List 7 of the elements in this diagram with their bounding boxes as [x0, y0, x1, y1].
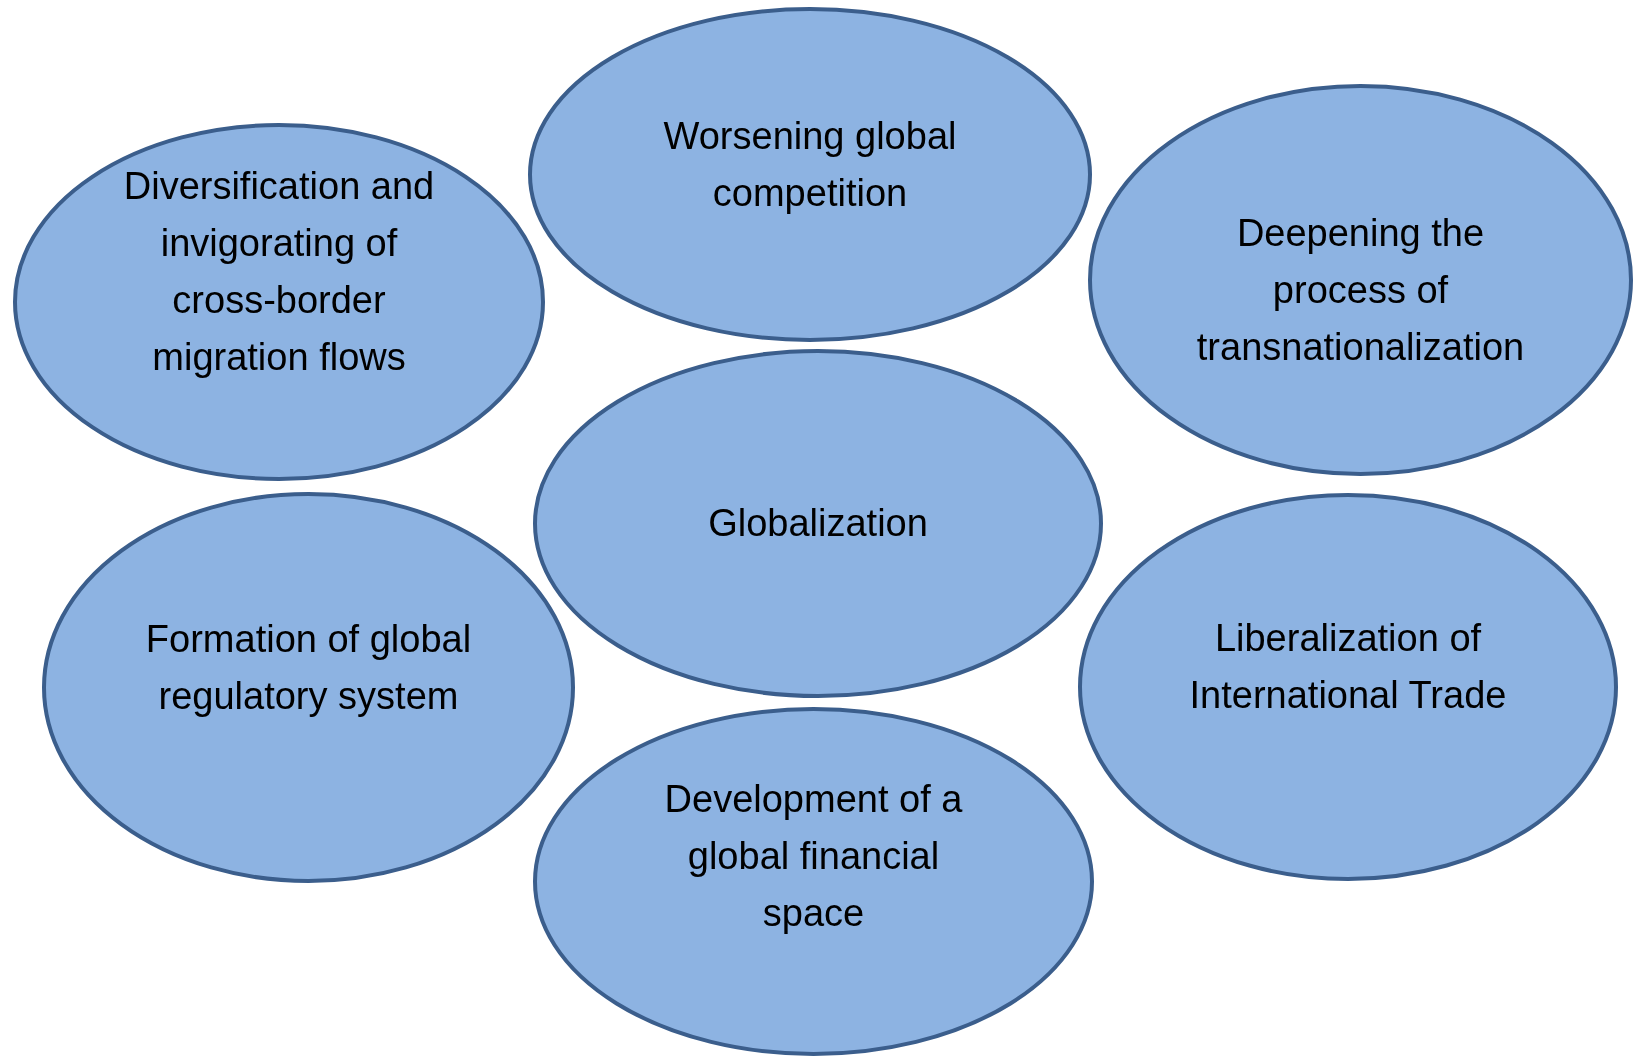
node-text: Globalization — [707, 501, 929, 546]
node-text: Deepening the process of transnationalization — [1195, 210, 1526, 370]
node-text: Development of a global financial space — [663, 777, 964, 936]
node-text: Formation of global regulatory system — [144, 616, 473, 719]
node-text: Diversification and invigorating of cross-border migration flows — [122, 164, 436, 380]
node-text: Worsening global competition — [662, 113, 958, 216]
node-text: Liberalization of International Trade — [1188, 616, 1508, 718]
